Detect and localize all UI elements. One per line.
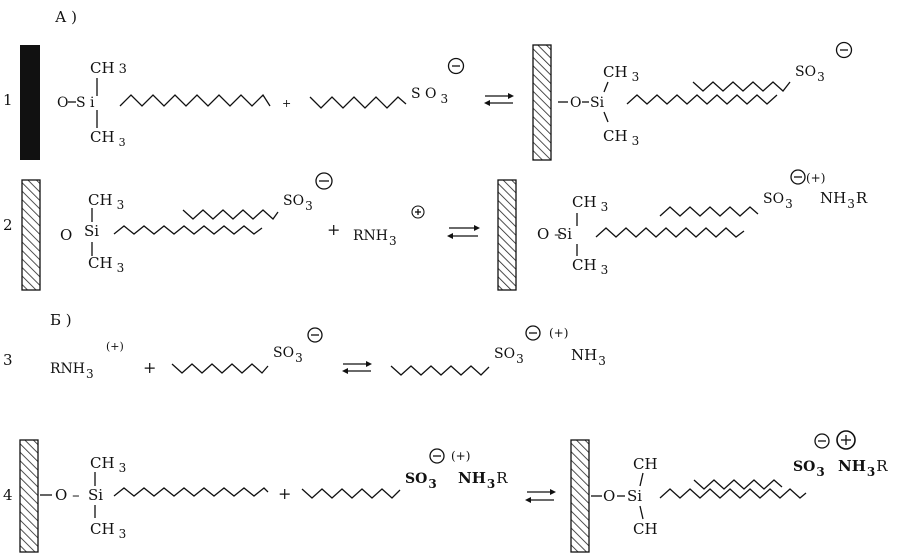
row-number-2: 2 [3, 216, 13, 234]
solid-substrate [20, 45, 40, 160]
row-number-1: 1 [3, 91, 13, 109]
row-number-3: 3 [3, 351, 13, 369]
negative-charge-icon [525, 325, 541, 341]
hatched-substrate [532, 44, 552, 161]
equilibrium-arrows-icon [525, 489, 556, 503]
oxygen-label: O [60, 226, 72, 244]
sulfonate-group: SO3 [273, 345, 303, 365]
sulfonate-chain [171, 363, 269, 374]
sulfonate-group: SO3 [763, 191, 793, 211]
sulfonate-chain [693, 479, 783, 490]
positive-charge-label: (+) [806, 171, 825, 185]
negative-charge-icon [315, 172, 333, 190]
sulfonate-chain [390, 365, 490, 376]
methyl-top: CH [633, 455, 658, 473]
equilibrium-arrows-icon [484, 93, 514, 106]
negative-charge-icon [790, 169, 806, 185]
sulfonate-group: SO3 [795, 64, 825, 84]
equilibrium-arrows-icon [447, 225, 480, 239]
alkyl-chain [113, 225, 263, 235]
section-label-a: А ) [55, 8, 77, 26]
row-number-4: 4 [3, 486, 13, 504]
silicon-label: Si [627, 487, 642, 505]
negative-charge-icon [429, 448, 445, 464]
reaction-row-3: RNH3 (+) + SO3 SO3 (+) NH3 [50, 325, 606, 381]
oxygen-label: O [570, 95, 581, 111]
hatched-substrate [19, 439, 39, 553]
ammonium-group: NH3R [458, 469, 508, 491]
sulfonate-group: SO3 [283, 193, 313, 213]
alkyl-chain [659, 488, 807, 499]
positive-charge-label: (+) [549, 326, 568, 340]
plus-sign: + [327, 220, 340, 239]
hatched-substrate [21, 179, 41, 291]
section-label-b: Б ) [50, 311, 72, 329]
sulfonate-group: SO3 [793, 459, 825, 479]
sulfonate-chain [301, 488, 401, 499]
silicon-label: Si [590, 95, 605, 111]
oxygen-dash-label: O – [537, 225, 562, 243]
oxygen-dash-label: O – [55, 486, 80, 504]
alkyl-chain [113, 487, 269, 497]
sulfonate-group: SO3 [494, 346, 524, 366]
sulfonate-chain [659, 206, 759, 217]
positive-charge-icon [411, 205, 425, 219]
plus-sign: + [278, 484, 291, 503]
ammonia-group: NH3 [571, 346, 606, 368]
sulfonate-chain [692, 81, 791, 92]
ammonium-group: NH3R [820, 189, 868, 211]
amine-cation: RNH3 [50, 361, 94, 381]
methyl-bottom: CH [633, 520, 658, 538]
positive-charge-label: (+) [451, 449, 470, 463]
plus-sign: + [143, 358, 156, 377]
alkyl-chain [626, 94, 778, 105]
silicon-label: S i [76, 95, 95, 111]
hatched-substrate [570, 439, 590, 553]
alkyl-chain [119, 93, 271, 107]
positive-charge-label: (+) [106, 340, 124, 353]
silicon-label: Si [88, 486, 103, 504]
silicon-label: Si [84, 222, 99, 240]
plus-sign: + [282, 97, 291, 110]
amine-cation: RNH3 [353, 228, 397, 248]
negative-charge-icon [307, 327, 323, 343]
ammonium-group: NH3R [838, 457, 888, 479]
oxygen-label: O [57, 95, 68, 111]
negative-charge-icon [814, 433, 830, 449]
silicon-label: Si [557, 225, 572, 243]
sulfonate-group: SO3 [405, 471, 437, 491]
negative-charge-icon [447, 57, 465, 75]
equilibrium-arrows-icon [342, 361, 372, 374]
hatched-substrate [497, 179, 517, 291]
oxygen-label: O [603, 487, 615, 505]
sulfonate-chain [182, 209, 279, 220]
alkyl-chain [595, 227, 745, 238]
negative-charge-icon [835, 41, 853, 59]
positive-charge-icon [836, 430, 856, 450]
sulfonate-chain [309, 96, 407, 109]
